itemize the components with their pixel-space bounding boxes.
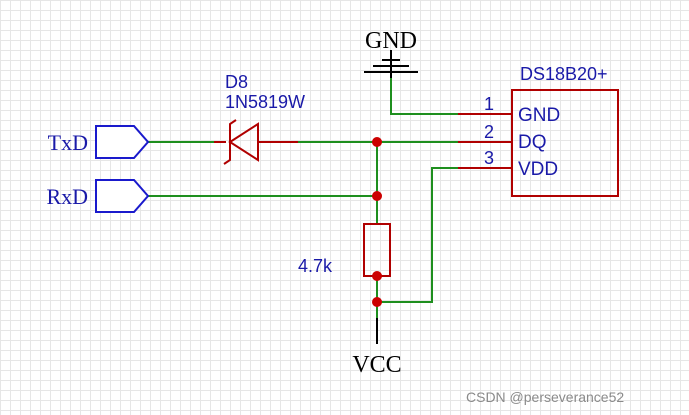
port-rxd-label: RxD	[46, 184, 88, 209]
port-rxd: RxD	[46, 179, 150, 213]
resistor-pullup: 4.7k	[298, 223, 391, 277]
ground-label: GND	[365, 28, 417, 54]
resistor-value: 4.7k	[298, 256, 333, 276]
diode-d8: D8 1N5819W	[214, 72, 305, 165]
ic-ds18b20: DS18B20+ 1 2 3 GND DQ VDD	[458, 64, 619, 197]
vcc-symbol: VCC	[352, 318, 402, 378]
watermark: CSDN @perseverance52	[466, 389, 624, 405]
junction-dq	[372, 137, 382, 147]
junctions	[372, 137, 382, 307]
wire-vdd	[377, 167, 512, 303]
diode-part: 1N5819W	[225, 92, 305, 112]
ic-name: DS18B20+	[520, 64, 608, 84]
ic-pin-name-3: VDD	[518, 159, 558, 180]
ic-pin-number-3: 3	[484, 148, 494, 168]
ic-pin-number-1: 1	[484, 94, 494, 114]
vcc-label: VCC	[352, 352, 401, 378]
port-txd-label: TxD	[48, 130, 88, 155]
junction-vcc	[372, 297, 382, 307]
ic-pin-name-1: GND	[518, 105, 560, 126]
diode-ref: D8	[225, 72, 248, 92]
port-txd: TxD	[48, 125, 150, 159]
ic-pin-name-2: DQ	[518, 132, 547, 153]
junction-resistor-bottom	[372, 271, 382, 281]
wires	[148, 78, 512, 318]
junction-rxd	[372, 191, 382, 201]
ic-pin-number-2: 2	[484, 122, 494, 142]
ground-symbol: GND	[364, 28, 418, 78]
